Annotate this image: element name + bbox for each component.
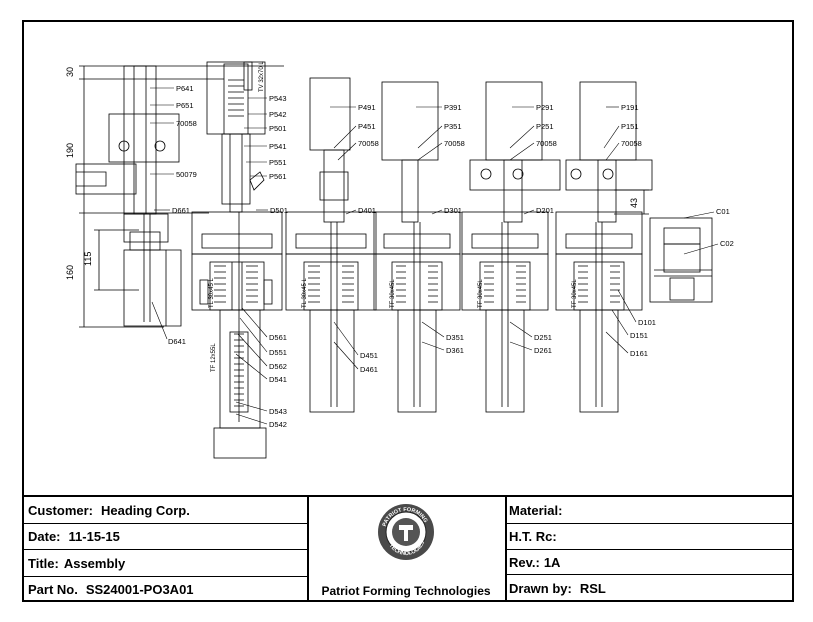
callout-label: D561	[269, 333, 287, 342]
callout-label: D201	[536, 206, 554, 215]
callout-label: C01	[716, 207, 730, 216]
callout-labels: P641 P651 70058 50079 D661 D641 P543 P54…	[168, 84, 734, 429]
dimension-labels: 30 190 160 115 43	[65, 67, 639, 280]
station-4	[285, 77, 377, 413]
company-name: Patriot Forming Technologies	[321, 584, 491, 598]
rev-row: Rev.: 1A	[505, 550, 792, 575]
spring-label: TL 30x45 L	[209, 278, 215, 308]
callout-label: D101	[638, 318, 656, 327]
title-label: Title:	[28, 555, 59, 571]
rev-label: Rev.:	[509, 554, 540, 570]
station-2	[461, 81, 561, 413]
callout-label: P551	[269, 158, 287, 167]
callout-label: P543	[269, 94, 287, 103]
title-block-left: Customer: Heading Corp. Date: 11-15-15 T…	[24, 497, 309, 602]
callout-label: D543	[269, 407, 287, 416]
station-5	[191, 61, 283, 459]
part-no-label: Part No.	[28, 582, 78, 597]
title-block-logo: PATRIOT FORMING TECHNOLOGIES Patriot For…	[307, 497, 507, 602]
callout-label: P351	[444, 122, 462, 131]
callout-label: D251	[534, 333, 552, 342]
dim-190: 190	[65, 143, 75, 158]
title-block-right: Material: H.T. Rc: Rev.: 1A Drawn by: RS…	[505, 497, 792, 602]
dim-115: 115	[83, 252, 93, 266]
callout-label: D401	[358, 206, 376, 215]
material-label: Material:	[509, 502, 563, 518]
date-row: Date: 11-15-15	[24, 524, 307, 550]
callout-label: P191	[621, 103, 639, 112]
callout-label: P641	[176, 84, 194, 93]
title-value: Assembly	[63, 555, 126, 571]
part-no-row: Part No. SS24001-PO3A01	[24, 577, 307, 602]
callout-label: D461	[360, 365, 378, 374]
callout-label: P542	[269, 110, 287, 119]
callout-label: C02	[720, 239, 734, 248]
station-6	[75, 65, 182, 327]
callout-label: D661	[172, 206, 190, 215]
title-block: Customer: Heading Corp. Date: 11-15-15 T…	[24, 495, 792, 602]
drawn-by-label: Drawn by:	[509, 581, 572, 596]
callout-label: 70058	[358, 139, 379, 148]
customer-value: Heading Corp.	[101, 502, 190, 518]
date-value: 11-15-15	[68, 529, 120, 544]
spring-label: TF 12x55L	[211, 343, 217, 372]
callout-label: D451	[360, 351, 378, 360]
callout-label: P491	[358, 103, 376, 112]
customer-row: Customer: Heading Corp.	[24, 497, 307, 524]
drawing-sheet: 30 190 160 115 43 TV 32x70 L TL 30x45 L …	[22, 20, 794, 602]
callout-label: P651	[176, 101, 194, 110]
callout-label: D301	[444, 206, 462, 215]
callout-label: D551	[269, 348, 287, 357]
callout-label: P451	[358, 122, 376, 131]
callout-label: D351	[446, 333, 464, 342]
dim-30: 30	[65, 67, 75, 77]
callout-label: D501	[270, 206, 288, 215]
spring-label: TF 30x45L	[390, 279, 396, 308]
company-logo: PATRIOT FORMING TECHNOLOGIES	[378, 504, 434, 560]
callout-label: 70058	[176, 119, 197, 128]
callout-label: D542	[269, 420, 287, 429]
drawn-by-row: Drawn by: RSL	[505, 575, 792, 602]
callout-label: D541	[269, 375, 287, 384]
callout-label: D562	[269, 362, 287, 371]
date-label: Date:	[28, 529, 61, 544]
spring-label: TL 30x45 L	[302, 278, 308, 308]
callout-label: P501	[269, 124, 287, 133]
assembly-drawing: 30 190 160 115 43 TV 32x70 L TL 30x45 L …	[65, 61, 734, 459]
callout-label: 70058	[444, 139, 465, 148]
spring-label: TF 30x45L	[572, 279, 578, 308]
callout-label: P291	[536, 103, 554, 112]
callout-label: 70058	[621, 139, 642, 148]
station-3	[373, 81, 461, 413]
callout-label: D261	[534, 346, 552, 355]
cutoff-detail	[649, 217, 713, 303]
leader-lines	[150, 87, 719, 425]
callout-label: P151	[621, 122, 639, 131]
dim-43: 43	[629, 198, 639, 208]
ht-row: H.T. Rc:	[505, 524, 792, 550]
spring-label: TV 32x70 L	[259, 61, 265, 92]
title-row: Title: Assembly	[24, 550, 307, 577]
callout-label: P391	[444, 103, 462, 112]
dim-160: 160	[65, 265, 75, 280]
customer-label: Customer:	[28, 502, 94, 518]
callout-label: P251	[536, 122, 554, 131]
callout-label: D151	[630, 331, 648, 340]
station-1	[555, 81, 653, 413]
callout-label: 50079	[176, 170, 197, 179]
callout-label: D161	[630, 349, 648, 358]
callout-label: D641	[168, 337, 186, 346]
callout-label: P541	[269, 142, 287, 151]
material-row: Material:	[505, 497, 792, 524]
drawn-by-value: RSL	[579, 581, 606, 596]
part-no-value: SS24001-PO3A01	[85, 582, 194, 597]
spring-labels: TV 32x70 L TL 30x45 L TL 30x45 L TF 30x4…	[209, 61, 578, 372]
callout-label: D361	[446, 346, 464, 355]
spring-label: TF 30x45L	[478, 279, 484, 308]
callout-label: 70058	[536, 139, 557, 148]
rev-value: 1A	[543, 554, 561, 570]
callout-label: P561	[269, 172, 287, 181]
ht-label: H.T. Rc:	[509, 529, 557, 544]
